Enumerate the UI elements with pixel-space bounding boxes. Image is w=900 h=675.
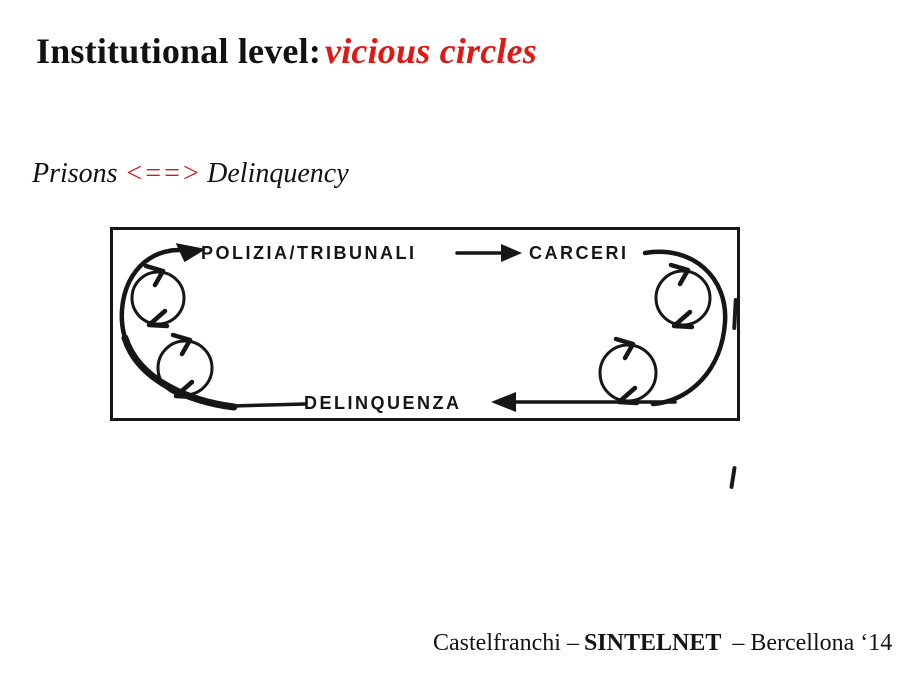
loop-chevron-icon — [616, 385, 640, 406]
stray-scan-mark — [729, 465, 737, 490]
arrowhead-to-carceri-icon — [501, 244, 522, 262]
footer-venue: – Bercellona ‘14 — [732, 630, 893, 656]
loop-chevron-icon — [146, 308, 170, 329]
loop-chevron-icon — [671, 309, 695, 330]
diagram-node-polizia-tribunali: POLIZIA/TRIBUNALI — [201, 243, 417, 263]
double-arrow-relation: <==> — [124, 158, 201, 189]
loop-chevron-icon — [143, 263, 166, 288]
diagram-node-carceri: CARCERI — [529, 243, 629, 263]
loop-chevron-icon — [170, 332, 193, 357]
page-title: Institutional level:vicious circles — [36, 30, 537, 72]
right-cycle-arc — [642, 249, 728, 407]
diagram-arrows-canvas — [119, 243, 728, 412]
title-prefix: Institutional level: — [36, 31, 322, 71]
left-cycle-arc-thick — [121, 334, 238, 411]
diagram-node-delinquenza: DELINQUENZA — [304, 393, 462, 413]
loop-chevron-icon — [668, 262, 691, 287]
left-cycle-arc — [119, 247, 237, 410]
subtitle-left-term: Prisons — [32, 158, 118, 189]
bottom-left-connector-line — [230, 402, 307, 408]
loop-chevron-icon — [613, 336, 636, 361]
footer-author: Castelfranchi – — [433, 630, 579, 656]
footer-credit: Castelfranchi –SINTELNET – Bercellona ‘14 — [433, 630, 892, 657]
title-emphasis: vicious circles — [325, 31, 537, 71]
loop-chevron-icon — [173, 379, 197, 400]
footer-project: SINTELNET — [583, 630, 722, 656]
arrowhead-to-polizia-icon — [175, 243, 206, 263]
subtitle-right-term: Delinquency — [207, 158, 349, 189]
subtitle: Prisons<==>Delinquency — [32, 158, 349, 190]
vicious-circle-diagram: POLIZIA/TRIBUNALI CARCERI DELINQUENZA — [110, 227, 740, 421]
arrowhead-to-delinquenza-icon — [491, 392, 516, 412]
